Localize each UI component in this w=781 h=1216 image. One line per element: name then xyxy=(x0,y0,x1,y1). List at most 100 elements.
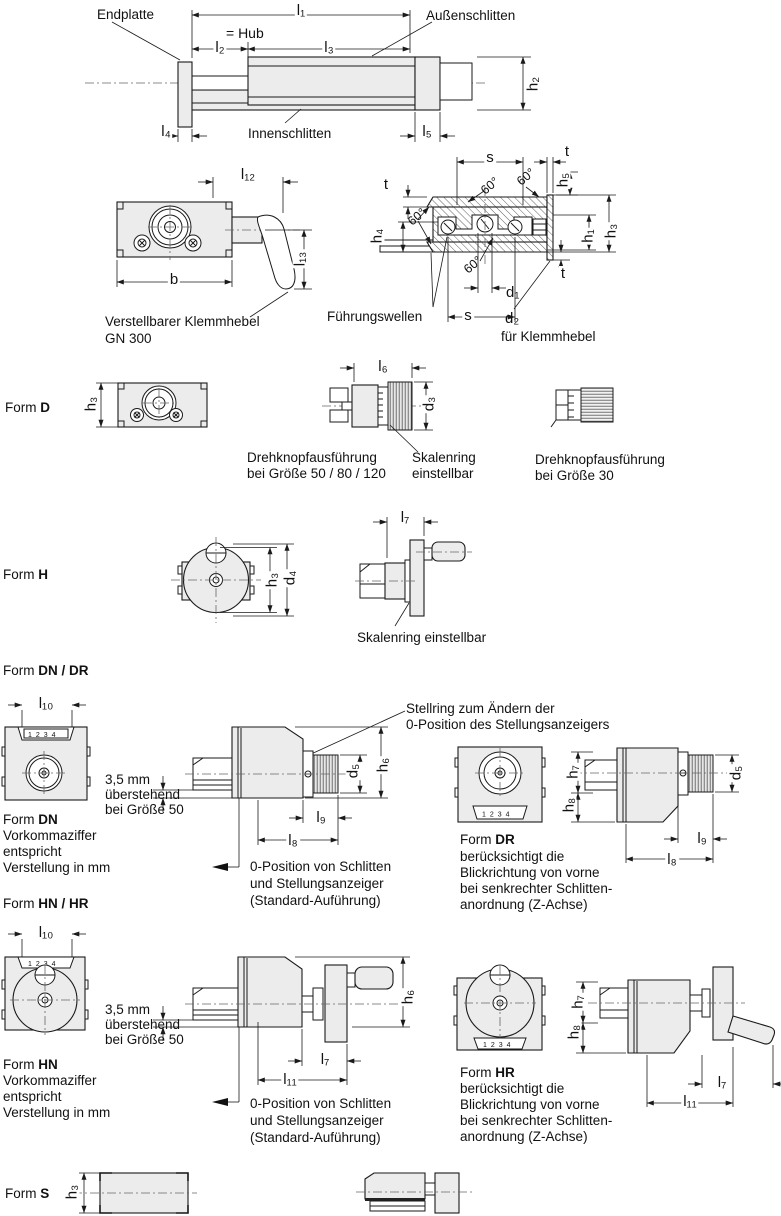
form-s-side-view xyxy=(356,1172,472,1214)
form-hr-side-view xyxy=(576,966,781,1107)
dim-d5-dr-label: d₅ xyxy=(727,763,745,783)
dim-h8-hr-label: h₈ xyxy=(565,1022,583,1042)
form-hn-side-view xyxy=(153,956,410,1106)
hub-label: = Hub xyxy=(226,25,264,41)
dim-d3-label: d₃ xyxy=(420,394,438,414)
fuehrungswellen-label: Führungswellen xyxy=(327,309,423,324)
form-dn-l10-dim xyxy=(8,702,86,729)
hn-counter-digits: 1234 xyxy=(28,961,60,968)
form-hr-name: HR xyxy=(495,1065,515,1080)
form-hn-l10-dim xyxy=(8,931,86,959)
clamp-body xyxy=(116,201,233,260)
dim-l7-formh-label: l₇ xyxy=(398,509,412,526)
form-s-name: S xyxy=(40,1186,50,1201)
dn-ueberstehend-line3: bei Größe 50 xyxy=(105,802,184,817)
form-h-front-view xyxy=(171,537,294,623)
drehknopf-gross-line1: Drehknopfausführung xyxy=(247,450,377,465)
dim-h6-dn-label: h₆ xyxy=(374,755,392,775)
form-d-name: D xyxy=(40,400,51,415)
dim-l5-label: l₅ xyxy=(420,123,434,140)
dim-h4-label: h₄ xyxy=(368,226,386,246)
form-dr-front-view: 1234 xyxy=(454,746,546,823)
dr-blick-line3: bei senkrechter Schlitten- xyxy=(460,881,613,896)
dim-l10-dn-label: l₁₀ xyxy=(36,695,56,712)
drehknopf-gross-line2: bei Größe 50 / 80 / 120 xyxy=(247,466,386,481)
klemmhebel-label-line2: GN 300 xyxy=(105,331,152,346)
dim-s-top-label: s xyxy=(484,149,496,166)
dim-t-topright-label: t xyxy=(562,143,572,160)
dr-blick-line2: Blickrichtung von vorne xyxy=(460,865,600,880)
form-h-l7-dim xyxy=(373,517,438,627)
form-s-top-view xyxy=(73,1172,197,1214)
overview-leader-lines xyxy=(111,21,433,124)
form-hn-hr-prefix: Form xyxy=(3,896,35,911)
dim-h7-hr-label: h₇ xyxy=(569,993,587,1011)
dim-l11-hn-label: l₁₁ xyxy=(281,1071,299,1088)
form-hn-label: Form HN xyxy=(3,1057,58,1073)
dim-s-bottom-label: s xyxy=(462,307,474,324)
stellring-line1: Stellring zum Ändern der xyxy=(406,701,555,716)
dim-d5-dn-label: d₅ xyxy=(344,761,362,781)
hn-ueberstehend-line3: bei Größe 50 xyxy=(105,1032,184,1047)
dim-l10-hn-label: l₁₀ xyxy=(36,924,56,941)
dn-nullpos-line3: (Standard-Auführung) xyxy=(250,893,381,908)
form-d-label: Form D xyxy=(5,400,50,416)
slide-overview-drawing xyxy=(85,10,531,142)
form-d-knob-small xyxy=(550,387,614,428)
dim-t-left-label: t xyxy=(381,176,391,193)
form-dn-side-view xyxy=(153,710,406,871)
drehknopf-klein-line1: Drehknopfausführung xyxy=(535,452,665,467)
dim-l1-label: l₁ xyxy=(294,2,308,19)
form-hr-label: Form HR xyxy=(460,1065,515,1081)
form-dr-name: DR xyxy=(495,832,515,847)
dim-d2-label: d₂ xyxy=(505,310,520,327)
dim-l7-hn-label: l₇ xyxy=(318,1051,332,1068)
dim-l7-hr-label: l₇ xyxy=(715,1074,729,1091)
hr-blick-line4: anordnung (Z-Achse) xyxy=(460,1129,588,1144)
dim-l11-hr-label: l₁₁ xyxy=(681,1093,699,1110)
dim-h2-label: h₂ xyxy=(524,74,542,94)
dn-counter-digits: 1234 xyxy=(28,732,60,739)
dim-d1-label: d₁ xyxy=(506,284,520,301)
hr-blick-line1: berücksichtigt die xyxy=(460,1081,565,1096)
form-hn-hr-name: HN / HR xyxy=(38,896,89,911)
slide-side-view xyxy=(85,56,487,128)
form-s-h3-dim xyxy=(79,1172,100,1214)
hn-nullpos-line3: (Standard-Auführung) xyxy=(250,1130,381,1145)
dim-h3-forms-label: h₃ xyxy=(63,1182,81,1202)
hn-vorkomma-line1: Vorkommaziffer xyxy=(3,1073,97,1088)
form-hr-dimensions xyxy=(576,981,781,1107)
dim-h5-label: h₅ xyxy=(554,170,572,190)
dim-l8-dr-label: l₈ xyxy=(665,851,679,868)
form-hn-name: HN xyxy=(38,1057,58,1072)
form-dn-name: DN xyxy=(38,812,58,827)
dn-ueberstehend-line1: 3,5 mm xyxy=(105,772,151,787)
form-dn-front-view: 1234 xyxy=(1,702,91,801)
aussenschlitten-label: Außenschlitten xyxy=(426,8,516,23)
skalenring-line2: einstellbar xyxy=(412,466,474,481)
form-s-label: Form S xyxy=(5,1186,49,1202)
form-hn-front-view: 1234 xyxy=(1,931,89,1035)
dn-vorkomma-line3: Verstellung in mm xyxy=(3,860,111,875)
dim-l4-label: l₄ xyxy=(159,123,173,140)
dim-l3-label: l₃ xyxy=(322,39,336,56)
angle-callouts xyxy=(417,186,540,262)
endplatte-label: Endplatte xyxy=(97,7,155,22)
stellring-line2: 0-Position des Stellungsanzeigers xyxy=(406,717,610,732)
dim-l8-dn-label: l₈ xyxy=(286,832,300,849)
form-dr-side-view xyxy=(571,747,739,863)
hn-nullpos-line2: und Stellungsanzeiger xyxy=(250,1113,384,1128)
form-dn-prefix: Form xyxy=(3,812,35,827)
form-d-knob-large xyxy=(322,363,433,453)
dn-nullpos-line1: 0-Position von Schlitten xyxy=(250,859,392,874)
form-s-prefix: Form xyxy=(5,1186,37,1201)
form-dn-label: Form DN xyxy=(3,812,58,828)
clamp-top-view-drawing xyxy=(116,177,312,318)
hr-blick-line3: bei senkrechter Schlitten- xyxy=(460,1113,613,1128)
form-d-h3-dim xyxy=(96,382,118,428)
dim-h3-section-label: h₃ xyxy=(602,221,620,241)
form-h-name: H xyxy=(38,567,49,582)
dr-blick-line4: anordnung (Z-Achse) xyxy=(460,897,588,912)
hr-blick-line2: Blickrichtung von vorne xyxy=(460,1097,600,1112)
